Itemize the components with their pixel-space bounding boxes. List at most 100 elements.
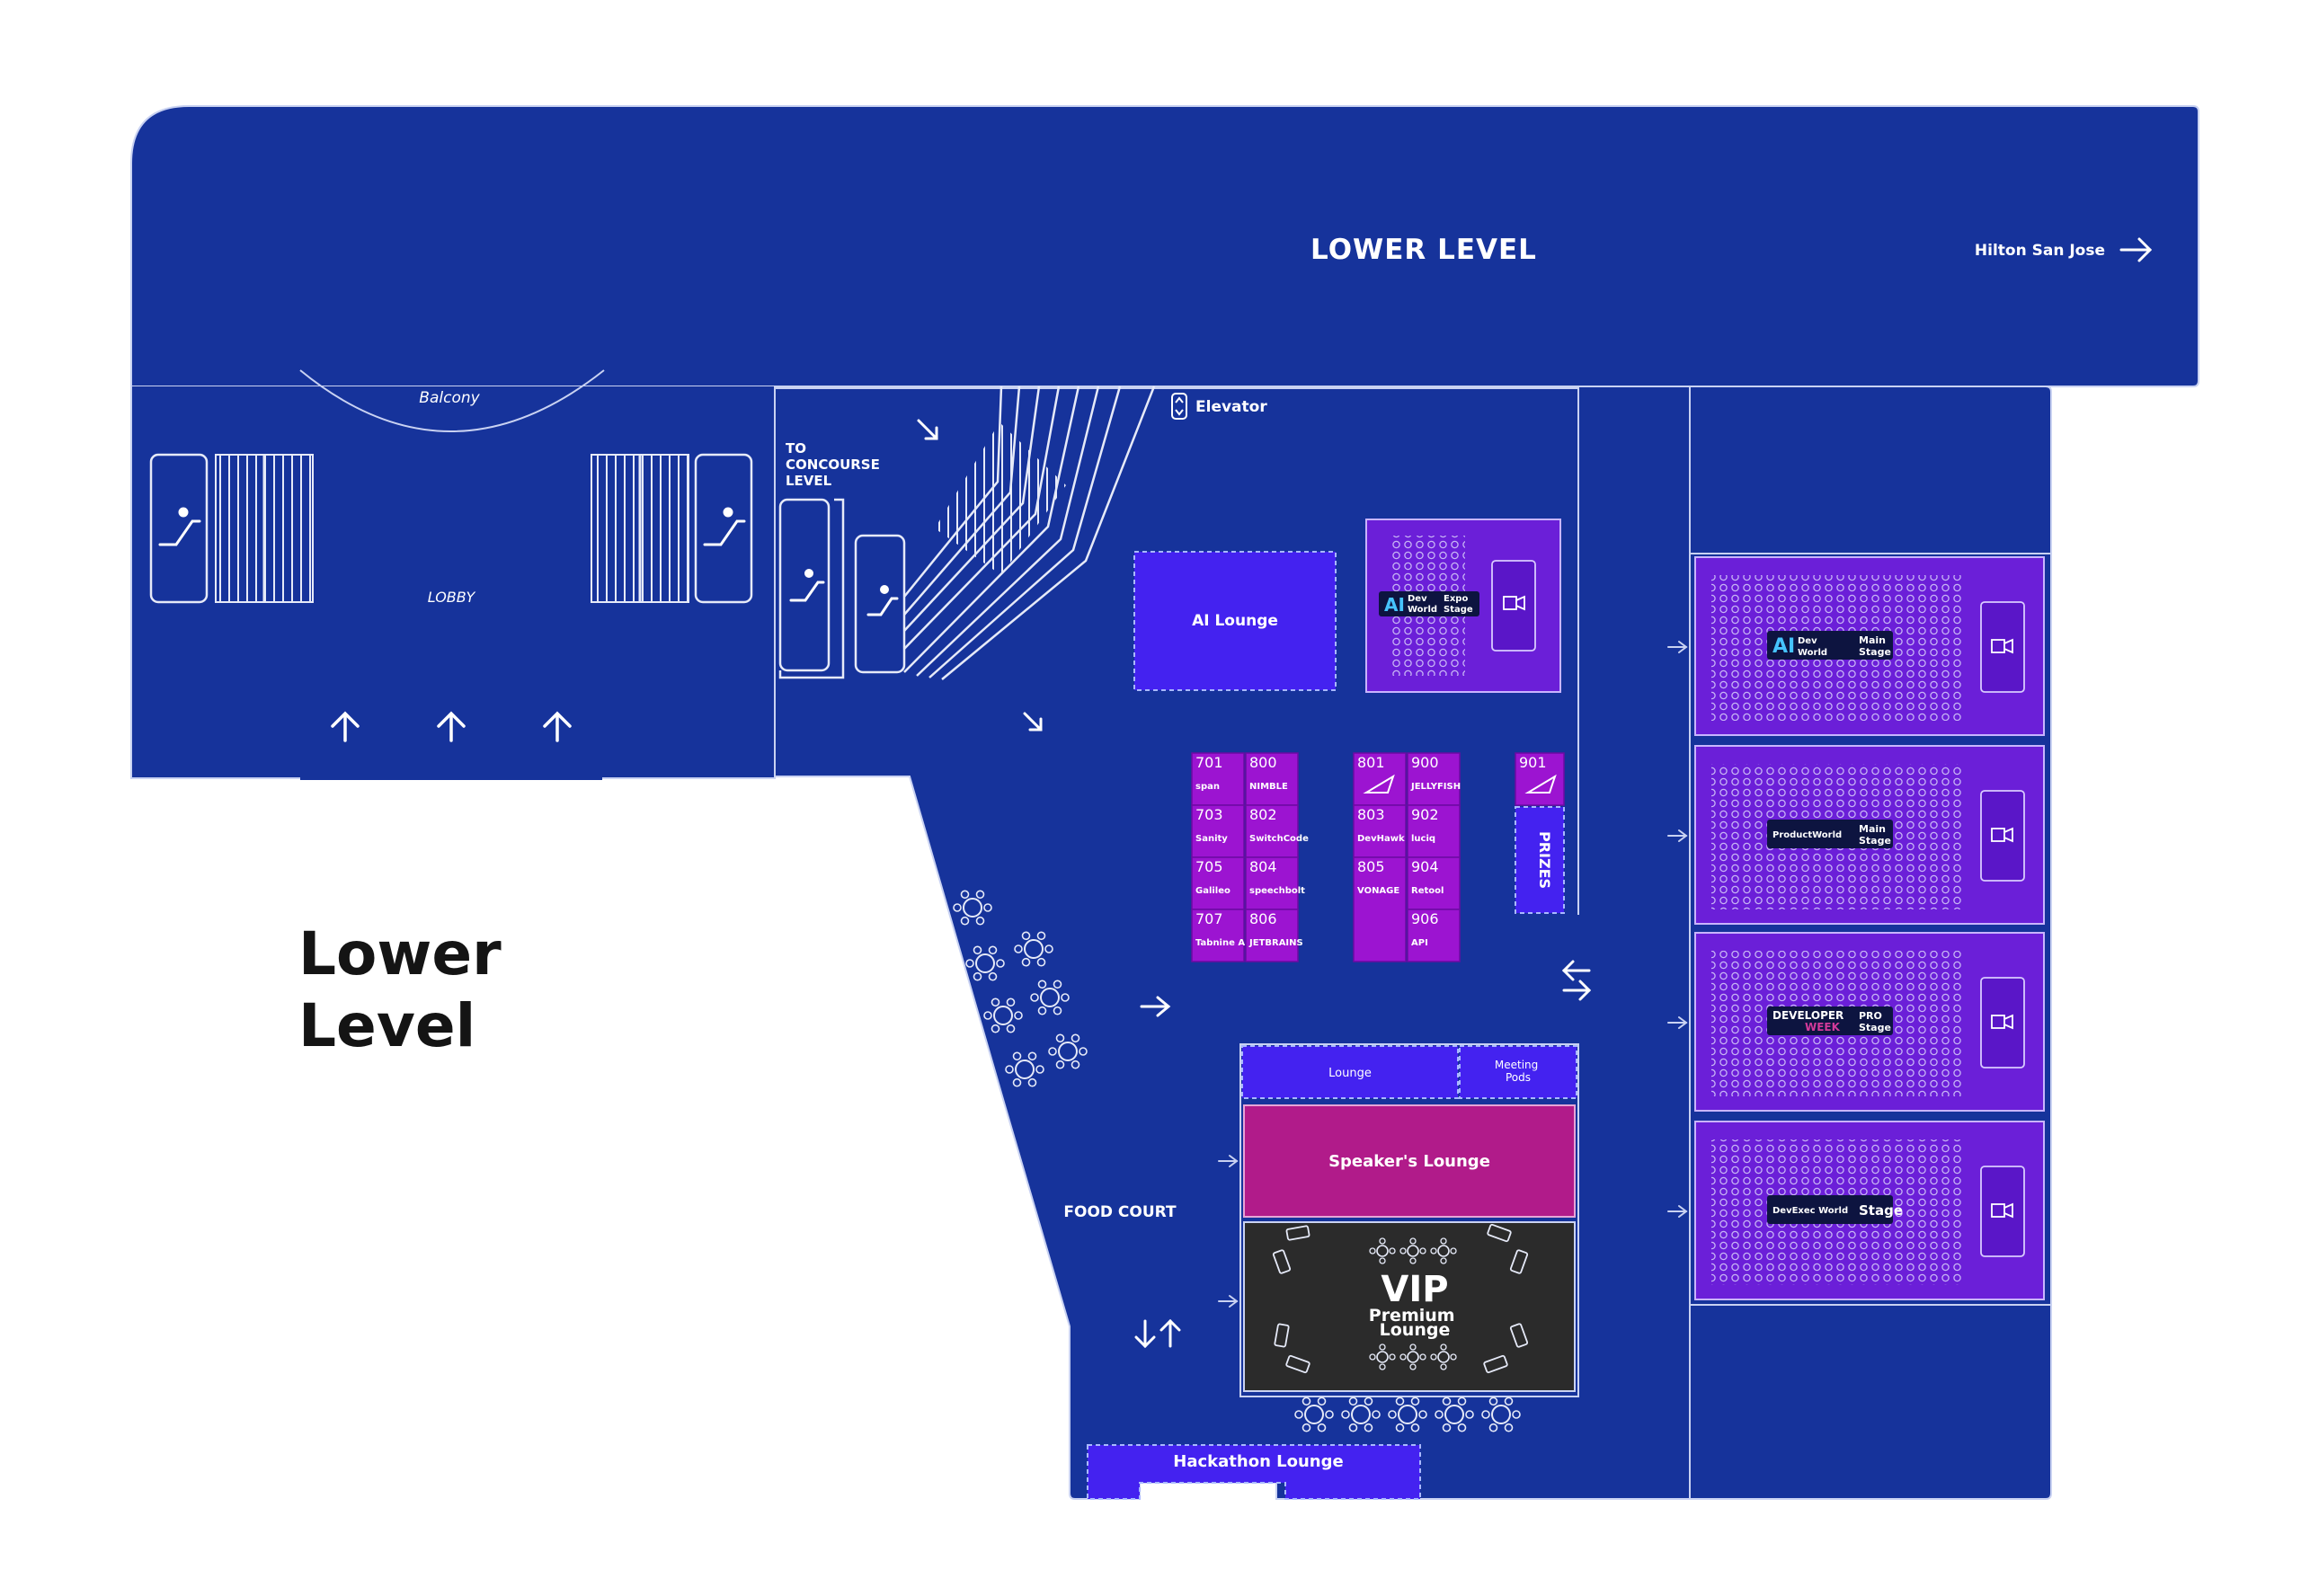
small-table-icon xyxy=(1399,1237,1426,1264)
stage-sign xyxy=(1767,631,1893,660)
expo-stage-sign xyxy=(1379,591,1479,616)
round-table-icon xyxy=(1005,1051,1044,1087)
elevator-icon xyxy=(1171,393,1187,420)
stage-platform xyxy=(1980,790,2025,882)
stage-sign xyxy=(1767,1006,1893,1035)
small-table-icon xyxy=(1369,1237,1396,1264)
booth-sponsor: NIMBLE xyxy=(1249,782,1288,792)
small-table-icon xyxy=(1430,1343,1457,1370)
escalator-right xyxy=(591,453,753,604)
booth-number: 901 xyxy=(1519,754,1547,771)
booth-number: 701 xyxy=(1195,754,1223,771)
booth-number: 904 xyxy=(1411,858,1439,875)
round-table-icon xyxy=(1388,1396,1427,1432)
stage-sign xyxy=(1767,1195,1893,1224)
hackathon-lounge[interactable]: Hackathon Lounge xyxy=(1087,1444,1421,1500)
arrow-right-icon xyxy=(2119,237,2153,262)
stage-icon xyxy=(1991,827,2013,843)
round-table-icon xyxy=(965,945,1005,981)
stage-platform xyxy=(1980,1166,2025,1257)
ai-lounge-label: AI Lounge xyxy=(1192,612,1278,630)
sofa-icon xyxy=(1509,1323,1529,1348)
ai-brand-mark: AI xyxy=(1384,594,1405,616)
booth-sponsor: span xyxy=(1195,782,1220,792)
stair-treads xyxy=(935,422,1066,575)
prizes-label: PRIZES xyxy=(1536,831,1553,889)
booth-sponsor: API xyxy=(1411,938,1428,948)
escalator-icon xyxy=(703,507,746,546)
stage-icon xyxy=(1991,1202,2013,1219)
booth-sponsor: Retool xyxy=(1411,886,1444,896)
sponsor-logo-icon xyxy=(1363,774,1395,794)
booth-804[interactable]: 804 speechbolt xyxy=(1245,856,1305,910)
escalator-icon xyxy=(158,507,201,546)
booth-number: 906 xyxy=(1411,910,1439,927)
booth-sponsor: luciq xyxy=(1411,834,1435,844)
speakers-lounge[interactable]: Speaker's Lounge xyxy=(1243,1104,1576,1218)
arrow-up-icon xyxy=(331,711,572,742)
food-court-tables xyxy=(953,890,1521,1432)
booth-sponsor: Sanity xyxy=(1195,834,1228,844)
booth-grid: 701span800NIMBLE703Sanity802SwitchCode70… xyxy=(1191,752,1565,962)
vip-lounge[interactable]: VIP Premium Lounge xyxy=(1243,1221,1576,1392)
side-title: Lower Level xyxy=(298,918,502,1062)
sponsor-logo-icon xyxy=(1524,774,1557,794)
booth-sponsor: Tabnine AI xyxy=(1195,938,1248,948)
booth-801[interactable]: 801 xyxy=(1353,752,1407,806)
side-title-line1: Lower xyxy=(298,919,502,989)
booth-number: 804 xyxy=(1249,858,1277,875)
booth-sponsor: speechbolt xyxy=(1249,886,1305,896)
arrow-right-small-icon xyxy=(1218,641,1688,1308)
expo-stage-name: Expo Stage xyxy=(1444,594,1473,615)
booth-number: 801 xyxy=(1357,754,1385,771)
stage-icon xyxy=(1503,595,1525,611)
concourse-label: TO CONCOURSE LEVEL xyxy=(786,440,884,489)
up-down-arrow-icon xyxy=(1134,1318,1181,1349)
booth-number: 707 xyxy=(1195,910,1223,927)
booth-701[interactable]: 701 span xyxy=(1191,752,1245,806)
booth-sponsor: JELLYFISH xyxy=(1410,782,1461,792)
lobby-label: LOBBY xyxy=(428,589,476,606)
meeting-pods[interactable]: Meeting Pods xyxy=(1459,1045,1577,1099)
round-table-icon xyxy=(1481,1396,1521,1432)
hackathon-lounge-label: Hackathon Lounge xyxy=(1173,1452,1343,1471)
stage-brand: DevExec World xyxy=(1772,1206,1848,1216)
small-table-icon xyxy=(1369,1343,1396,1370)
round-table-icon xyxy=(1030,980,1070,1015)
booth-number: 802 xyxy=(1249,806,1277,823)
top-banner xyxy=(130,105,2199,387)
sofa-icon xyxy=(1509,1249,1529,1274)
lobby-doorway xyxy=(300,775,602,780)
sofa-icon xyxy=(1483,1354,1508,1374)
booth-number: 805 xyxy=(1357,858,1385,875)
booth-sponsor: DevHawk xyxy=(1357,834,1405,844)
booth-number: 800 xyxy=(1249,754,1277,771)
expo-stage[interactable]: AI Dev World Expo Stage xyxy=(1365,519,1561,693)
ai-lounge[interactable]: AI Lounge xyxy=(1133,551,1337,691)
lounge[interactable]: Lounge xyxy=(1241,1045,1459,1099)
booth-901[interactable]: 901 xyxy=(1515,752,1565,806)
hilton-label[interactable]: Hilton San Jose xyxy=(1975,242,2105,260)
booth-sponsor: VONAGE xyxy=(1357,886,1399,896)
booth-number: 900 xyxy=(1411,754,1439,771)
prizes-area[interactable]: PRIZES xyxy=(1515,806,1565,914)
